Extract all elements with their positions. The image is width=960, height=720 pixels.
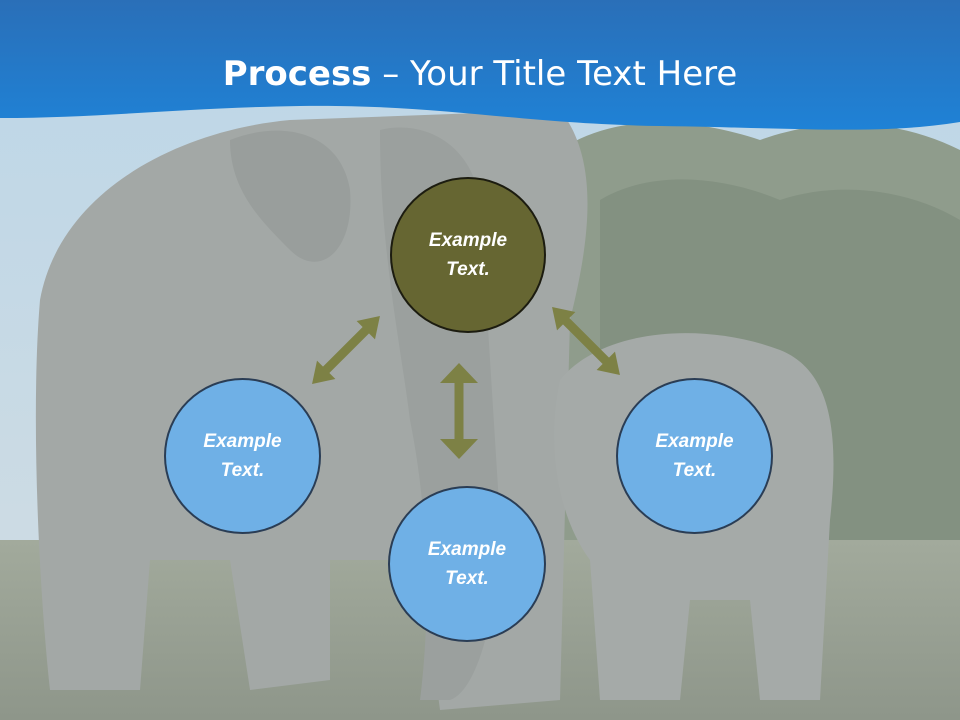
node-right-line2: Text.: [672, 460, 717, 481]
node-top-line1: Example: [428, 230, 508, 251]
process-node-bottom[interactable]: Example Text.: [388, 486, 546, 642]
process-node-top[interactable]: Example Text.: [390, 177, 546, 333]
slide-title: Process – Your Title Text Here: [0, 52, 960, 96]
node-bottom-line2: Text.: [445, 568, 489, 589]
node-top-line2: Text.: [446, 259, 490, 280]
process-node-left[interactable]: Example Text.: [164, 378, 321, 534]
node-bottom-line1: Example: [427, 539, 507, 560]
title-rest: – Your Title Text Here: [371, 54, 738, 94]
process-node-right[interactable]: Example Text.: [616, 378, 773, 534]
node-left-line1: Example: [203, 431, 282, 452]
node-right-line1: Example: [655, 431, 734, 452]
title-bold: Process: [222, 54, 372, 94]
node-left-line2: Text.: [220, 460, 265, 481]
